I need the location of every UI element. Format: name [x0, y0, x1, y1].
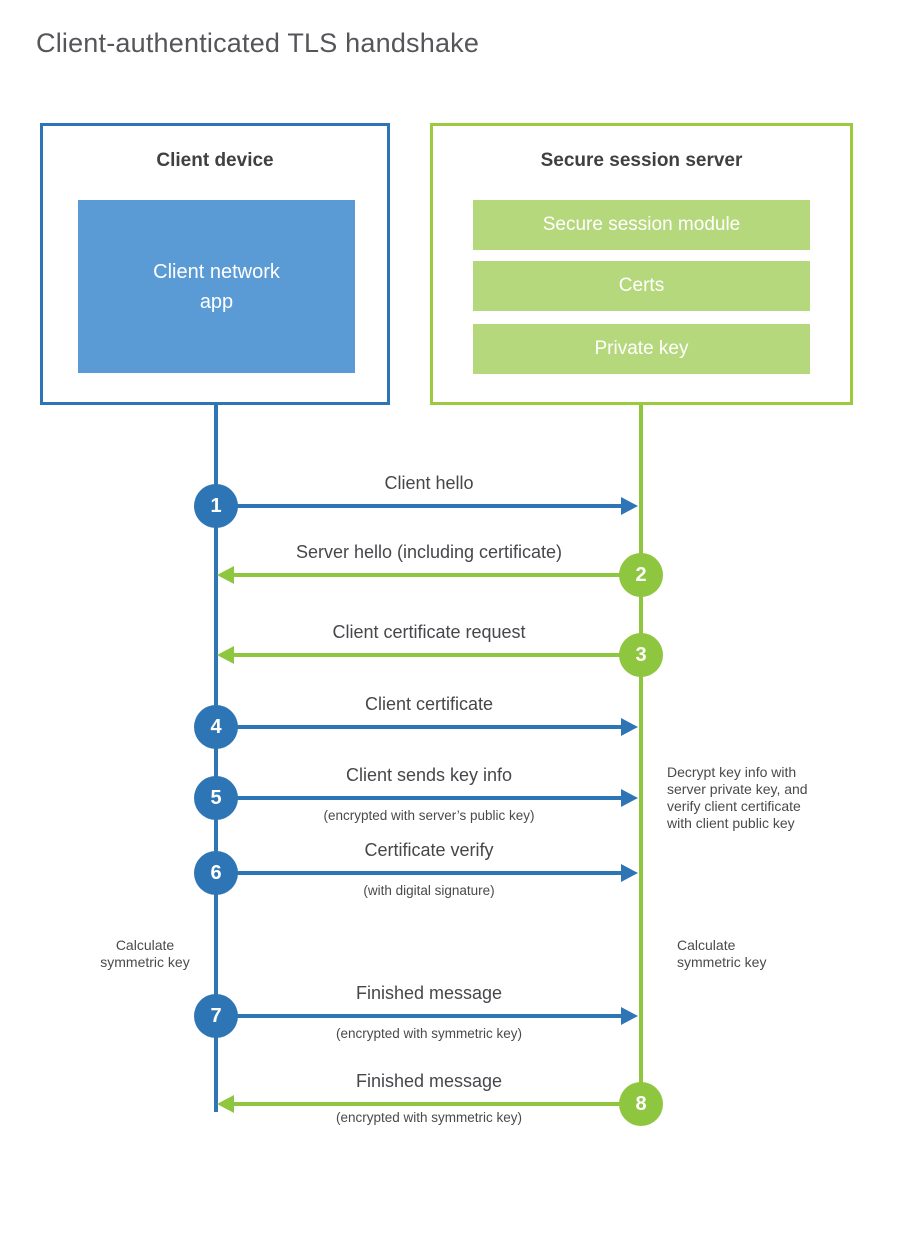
message-sublabel: (encrypted with server’s public key): [323, 808, 535, 823]
step-circle: 8: [619, 1082, 663, 1126]
arrow-right-icon: [621, 789, 638, 807]
arrow-left-icon: [217, 566, 234, 584]
step-circle: 5: [194, 776, 238, 820]
message-sublabel: (encrypted with symmetric key): [335, 1110, 523, 1125]
message-sublabel: (with digital signature): [363, 883, 495, 898]
arrow-line: [237, 1014, 622, 1018]
message-label: Server hello (including certificate): [295, 542, 563, 562]
server-module-certs: Certs: [473, 261, 810, 311]
arrow-line: [237, 796, 622, 800]
server-module-secure-session: Secure session module: [473, 200, 810, 250]
arrow-left-icon: [217, 646, 234, 664]
client-network-app-box: Client network app: [78, 200, 355, 373]
server-module-private-key: Private key: [473, 324, 810, 374]
message-label: Finished message: [355, 1071, 503, 1091]
arrow-left-icon: [217, 1095, 234, 1113]
arrow-line: [234, 573, 620, 577]
server-lifeline: [639, 405, 643, 1104]
arrow-right-icon: [621, 718, 638, 736]
calculate-symmetric-key-note-server: Calculate symmetric key: [677, 937, 767, 970]
client-lifeline: [214, 405, 218, 1112]
step-circle: 1: [194, 484, 238, 528]
client-network-app-label: Client network app: [153, 260, 280, 313]
arrow-line: [234, 1102, 620, 1106]
arrow-right-icon: [621, 1007, 638, 1025]
client-device-title: Client device: [156, 150, 274, 171]
arrow-line: [237, 871, 622, 875]
arrow-line: [237, 725, 622, 729]
step-circle: 4: [194, 705, 238, 749]
page-title: Client-authenticated TLS handshake: [36, 28, 480, 58]
arrow-right-icon: [621, 864, 638, 882]
message-label: Client sends key info: [345, 765, 513, 785]
message-sublabel: (encrypted with symmetric key): [335, 1026, 523, 1041]
calculate-symmetric-key-note-client: Calculate symmetric key: [100, 937, 190, 970]
step-circle: 6: [194, 851, 238, 895]
message-label: Client hello: [384, 473, 474, 493]
step-circle: 7: [194, 994, 238, 1038]
message-label: Client certificate: [364, 694, 494, 714]
message-label: Certificate verify: [364, 840, 494, 860]
message-label: Client certificate request: [332, 622, 526, 642]
arrow-line: [237, 504, 622, 508]
message-label: Finished message: [355, 983, 503, 1003]
decrypt-key-note: Decrypt key info with server private key…: [667, 764, 808, 831]
step-circle: 3: [619, 633, 663, 677]
server-title: Secure session server: [540, 150, 743, 171]
arrow-line: [234, 653, 620, 657]
step-circle: 2: [619, 553, 663, 597]
arrow-right-icon: [621, 497, 638, 515]
